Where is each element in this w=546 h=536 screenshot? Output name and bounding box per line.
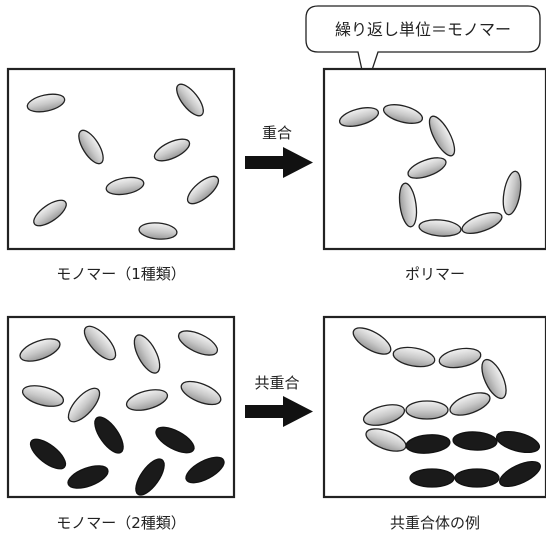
copolymerization-arrow: 共重合 [245, 374, 313, 427]
copolymerization-label: 共重合 [254, 374, 299, 392]
top-left-caption: モノマー（1種類） [56, 265, 186, 283]
top-right-caption: ポリマー [405, 265, 465, 283]
copolymer-unit-a [406, 401, 448, 419]
bottom-left-caption: モノマー（2種類） [56, 514, 186, 532]
polymerization-label: 重合 [262, 124, 292, 142]
bottom-right-caption: 共重合体の例 [390, 514, 480, 532]
copolymer-unit-b [410, 469, 454, 487]
copolymer-unit-b [455, 469, 499, 487]
polymerization-arrow: 重合 [245, 124, 313, 178]
callout-text: 繰り返し単位＝モノマー [335, 20, 511, 39]
